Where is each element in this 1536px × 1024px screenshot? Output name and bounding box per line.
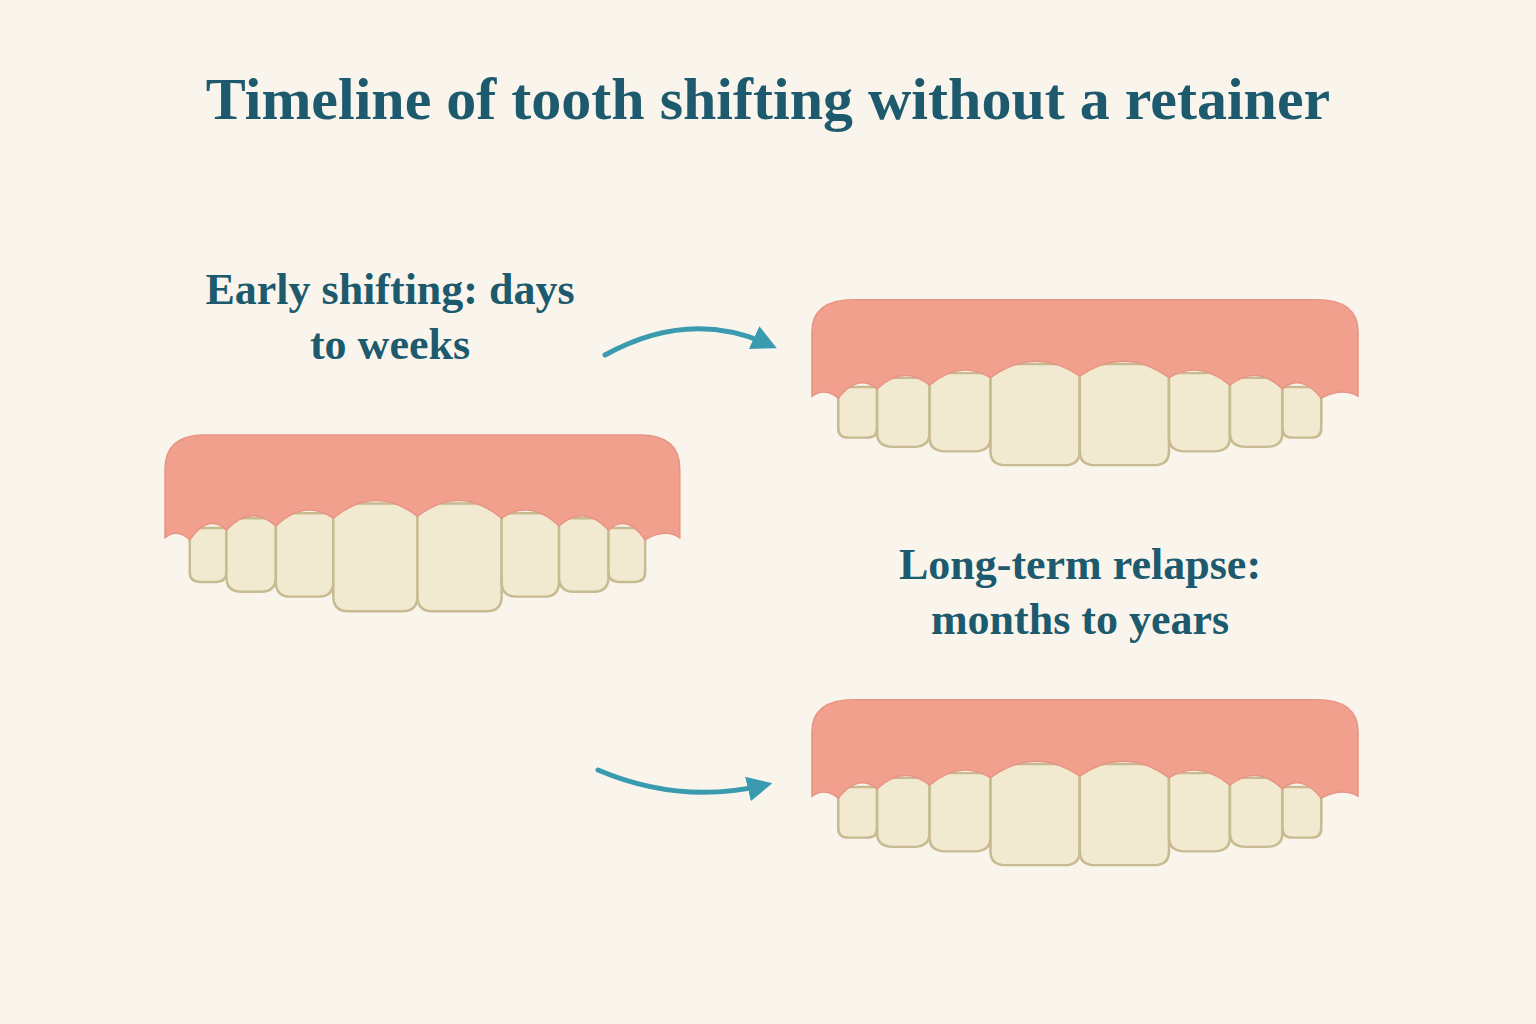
diagram-title: Timeline of tooth shifting without a ret…: [143, 62, 1393, 137]
timeline-arrow: [605, 329, 770, 355]
stage-label: Long-term relapse: months to years: [830, 537, 1330, 647]
timeline-arrow: [598, 770, 765, 792]
teeth-initial: [165, 435, 680, 611]
teeth-relapse: [812, 700, 1358, 866]
teeth-early-shift: [812, 300, 1358, 466]
stage-label: Early shifting: days to weeks: [190, 262, 590, 372]
